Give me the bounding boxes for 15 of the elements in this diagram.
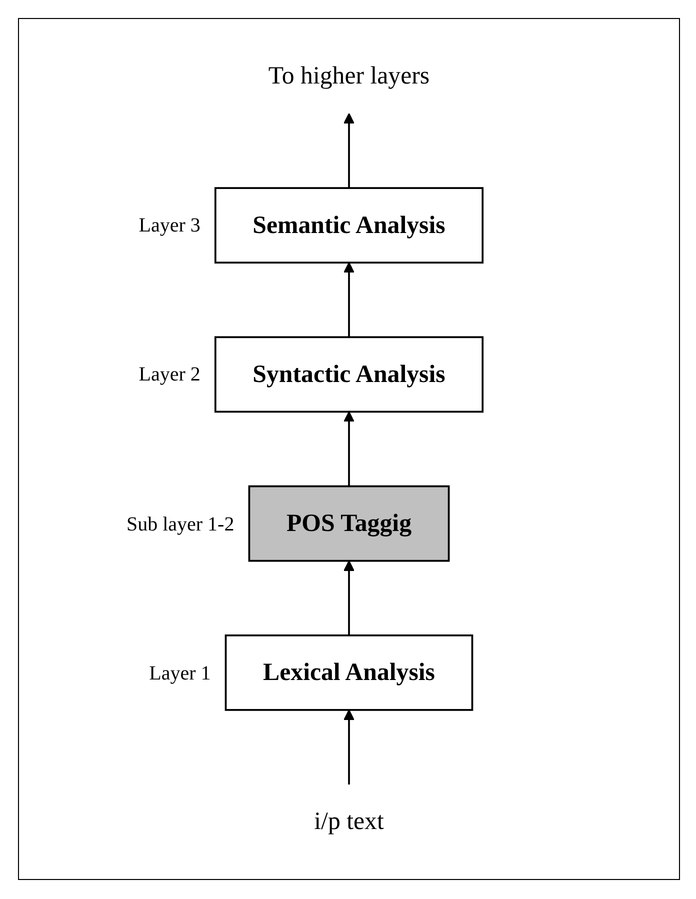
node-box: Syntactic Analysis bbox=[214, 336, 484, 413]
node-box: POS Taggig bbox=[248, 485, 450, 562]
layer-label: Layer 3 bbox=[138, 214, 200, 238]
node-text: i/p text bbox=[314, 808, 384, 836]
arrow bbox=[344, 709, 354, 784]
node-text: To higher layers bbox=[268, 62, 430, 90]
layer-label: Sub layer 1-2 bbox=[126, 513, 234, 536]
arrow bbox=[344, 262, 354, 338]
node-box: Lexical Analysis bbox=[224, 634, 474, 711]
arrow bbox=[344, 113, 354, 188]
layer-label: Layer 1 bbox=[149, 662, 211, 686]
node-box: Semantic Analysis bbox=[214, 187, 484, 264]
arrow bbox=[344, 411, 354, 486]
layer-label: Layer 2 bbox=[138, 364, 200, 387]
arrow bbox=[344, 560, 354, 636]
